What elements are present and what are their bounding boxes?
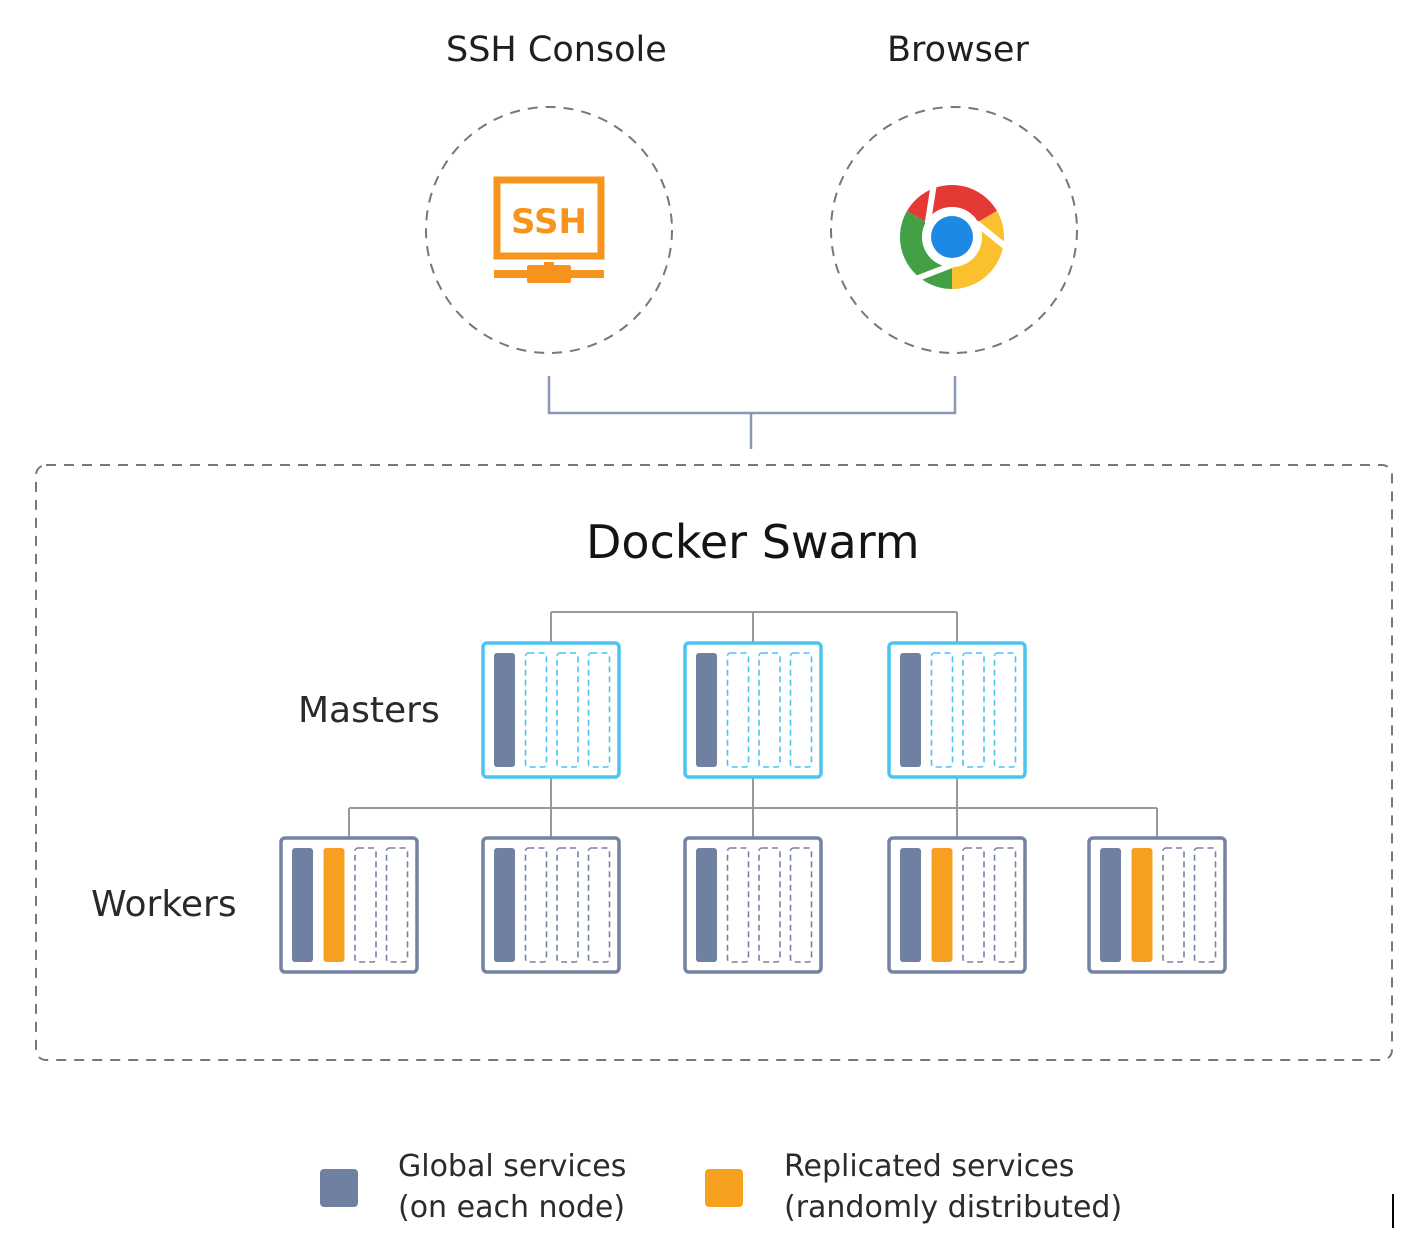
replicated-service-slot xyxy=(323,848,345,962)
node-frame xyxy=(887,836,1027,974)
worker-node xyxy=(481,836,621,974)
ssh-console-node: SSH xyxy=(425,106,673,354)
empty-slot xyxy=(524,847,548,963)
node-frame xyxy=(887,641,1027,779)
empty-slot xyxy=(354,847,377,963)
empty-slot xyxy=(726,847,750,963)
legend-swatch-global xyxy=(320,1169,358,1207)
global-service-slot xyxy=(494,653,515,767)
master-node xyxy=(887,641,1027,779)
chrome-separator xyxy=(916,262,954,282)
global-service-slot xyxy=(696,848,717,962)
client-connector-lines xyxy=(547,376,957,449)
legend-replicated-line1: Replicated services xyxy=(784,1149,1075,1184)
chrome-yellow-segment xyxy=(952,211,1005,289)
empty-slot xyxy=(758,847,781,963)
masters-group xyxy=(481,641,1027,779)
worker-node xyxy=(683,836,823,974)
empty-slot xyxy=(1162,847,1185,963)
legend-global-line2: (on each node) xyxy=(398,1190,626,1225)
master-node xyxy=(481,641,621,779)
node-frame xyxy=(1087,836,1227,974)
replicated-service-slot xyxy=(1131,848,1153,962)
empty-slot xyxy=(993,652,1017,768)
master-node xyxy=(683,641,823,779)
legend-global-text: Global services (on each node) xyxy=(398,1146,626,1228)
empty-slot xyxy=(587,652,611,768)
empty-slot xyxy=(385,847,409,963)
empty-slot xyxy=(962,847,985,963)
node-frame xyxy=(481,836,621,974)
node-frame xyxy=(683,836,823,974)
empty-slot xyxy=(726,652,750,768)
text-cursor xyxy=(1392,1194,1394,1228)
global-service-slot xyxy=(494,848,515,962)
legend-replicated-text: Replicated services (randomly distribute… xyxy=(784,1146,1122,1228)
browser-label: Browser xyxy=(887,30,1029,70)
chrome-separator xyxy=(924,185,937,224)
node-frame xyxy=(279,836,419,974)
empty-slot xyxy=(789,652,813,768)
node-frame xyxy=(683,641,823,779)
replicated-service-slot xyxy=(931,848,953,962)
global-service-slot xyxy=(900,653,921,767)
ssh-console-dashed-circle xyxy=(425,106,673,354)
browser-dashed-circle xyxy=(830,106,1078,354)
empty-slot xyxy=(556,652,579,768)
empty-slot xyxy=(587,847,611,963)
ssh-icon-text: SSH xyxy=(511,202,587,242)
cluster-tree-lines xyxy=(348,611,1158,838)
chrome-separator xyxy=(974,220,1008,249)
empty-slot xyxy=(930,652,954,768)
legend-global-line1: Global services xyxy=(398,1149,627,1184)
global-service-slot xyxy=(292,848,313,962)
empty-slot xyxy=(758,652,781,768)
browser-node xyxy=(830,106,1078,354)
docker-swarm-boundary xyxy=(35,464,1393,1061)
legend-replicated-line2: (randomly distributed) xyxy=(784,1190,1123,1225)
empty-slot xyxy=(993,847,1017,963)
empty-slot xyxy=(524,652,548,768)
empty-slot xyxy=(789,847,813,963)
worker-node xyxy=(887,836,1027,974)
ssh-console-label: SSH Console xyxy=(446,30,667,70)
empty-slot xyxy=(1193,847,1217,963)
global-service-slot xyxy=(900,848,921,962)
worker-node xyxy=(1087,836,1227,974)
ssh-terminal-icon: SSH xyxy=(493,176,605,283)
node-frame xyxy=(481,641,621,779)
empty-slot xyxy=(556,847,579,963)
workers-group xyxy=(279,836,1227,974)
chrome-browser-icon xyxy=(900,184,1008,289)
masters-label: Masters xyxy=(298,690,440,731)
global-service-slot xyxy=(696,653,717,767)
empty-slot xyxy=(962,652,985,768)
chrome-center-dot xyxy=(931,216,973,258)
legend-swatch-replicated xyxy=(705,1169,743,1207)
global-service-slot xyxy=(1100,848,1121,962)
workers-label: Workers xyxy=(91,884,237,925)
worker-node xyxy=(279,836,419,974)
docker-swarm-title: Docker Swarm xyxy=(586,515,920,569)
